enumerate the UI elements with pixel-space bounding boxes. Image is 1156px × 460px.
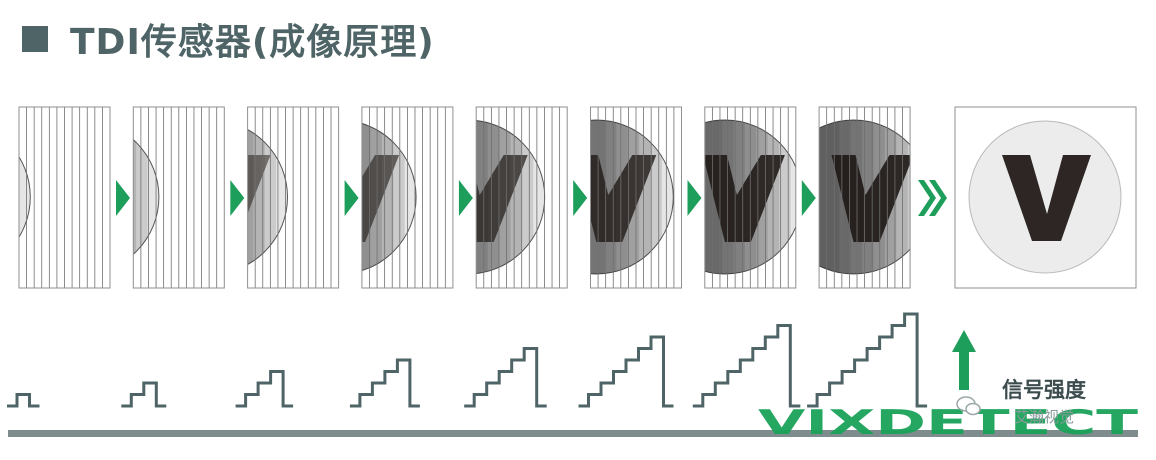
stage-panel bbox=[18, 106, 111, 289]
stage-panel bbox=[361, 106, 454, 289]
signal-step-line bbox=[235, 370, 294, 408]
title-row: TDI传感器(成像原理) bbox=[22, 14, 435, 64]
signal-step-line bbox=[7, 393, 40, 408]
stage-panel bbox=[818, 106, 911, 289]
signal-step-line bbox=[121, 381, 167, 408]
watermark-text: 艾瀚视觉 bbox=[1014, 408, 1075, 426]
signal-strength-label: 信号强度 bbox=[1002, 378, 1086, 402]
stage-panel bbox=[247, 106, 340, 289]
title-square-icon bbox=[22, 26, 48, 52]
result-letter-v bbox=[1002, 155, 1091, 241]
green-triangle-arrow-icon bbox=[230, 180, 245, 216]
stage-panel bbox=[475, 106, 568, 289]
green-triangle-arrow-icon bbox=[687, 180, 702, 216]
green-triangle-arrow-icon bbox=[458, 180, 473, 216]
stage-panel bbox=[704, 106, 797, 289]
green-triangle-arrow-icon bbox=[573, 180, 588, 216]
result-panel: V bbox=[954, 106, 1137, 289]
signal-step-line bbox=[807, 312, 928, 408]
wechat-icon bbox=[956, 396, 981, 416]
svg-text:VIXDETECT: VIXDETECT bbox=[758, 403, 1139, 443]
vixdetect-logo: VIXDETECT bbox=[758, 403, 1139, 443]
stage-panel bbox=[132, 106, 225, 289]
page-title: TDI传感器(成像原理) bbox=[70, 22, 435, 63]
up-arrow-icon bbox=[952, 330, 976, 390]
stage-panel bbox=[590, 106, 682, 289]
signal-step-line bbox=[692, 324, 801, 408]
signal-step-line bbox=[464, 347, 547, 408]
double-chevron-icon bbox=[918, 180, 947, 216]
green-triangle-arrow-icon bbox=[116, 180, 130, 216]
signal-step-line bbox=[349, 358, 420, 408]
result-disc bbox=[968, 120, 1122, 274]
signal-step-line bbox=[578, 335, 674, 408]
green-triangle-arrow-icon bbox=[344, 180, 359, 216]
green-triangle-arrow-icon bbox=[801, 180, 816, 216]
baseline bbox=[8, 430, 1138, 437]
